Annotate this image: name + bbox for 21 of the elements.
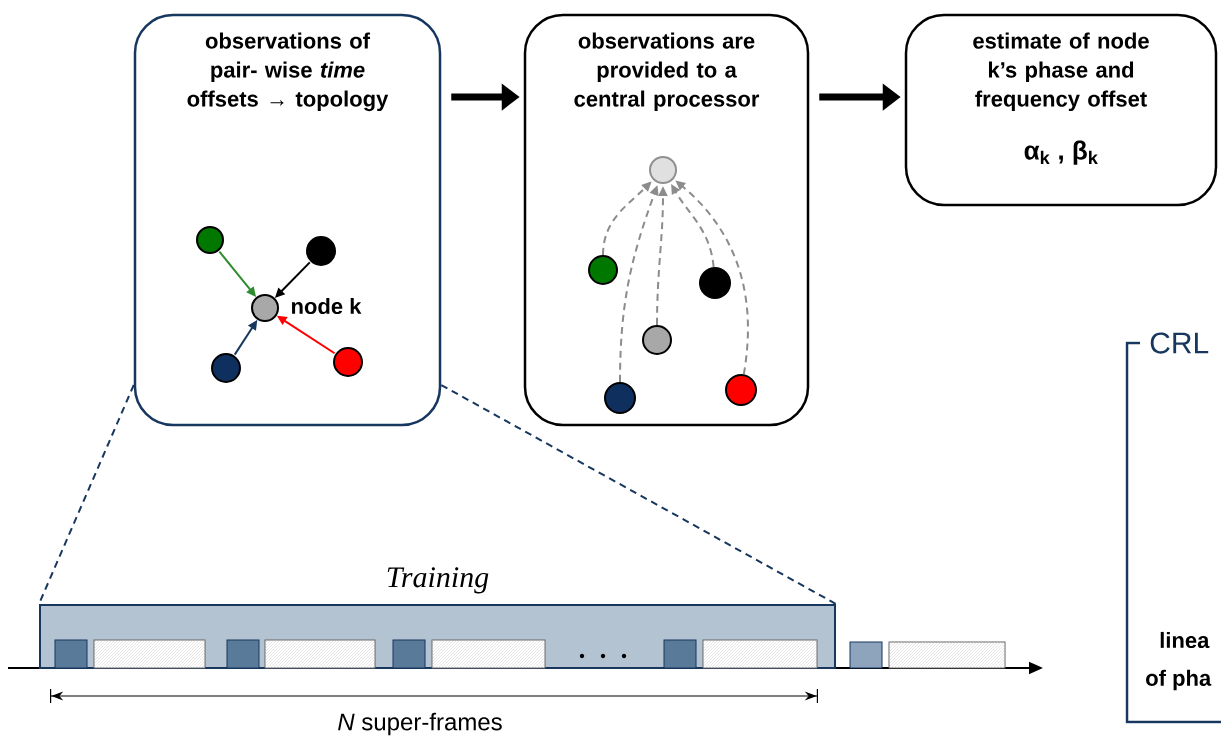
node-circle: [642, 325, 672, 355]
node-circle: [588, 255, 618, 285]
training-bar-drawing: [392, 639, 546, 669]
panel-text: of pha: [1146, 669, 1212, 691]
training-bar-drawing: [226, 639, 376, 669]
panel-title: CRL: [1150, 332, 1209, 354]
arrow: [671, 184, 715, 269]
training-bar-drawing: [663, 639, 818, 669]
node-circle: [604, 382, 636, 414]
node-circle: [333, 347, 363, 377]
node-circle: [211, 353, 241, 383]
node-circle: [699, 267, 731, 299]
connector-line: [440, 384, 837, 605]
bar-label: Training: [387, 567, 489, 594]
dim-label: N super-frames: [338, 712, 502, 736]
process-box: observations are provided to a central processor: [523, 13, 810, 427]
node-circle: [725, 374, 757, 406]
node-circle: [306, 236, 336, 266]
panel-text: linea: [1160, 631, 1210, 649]
process-box: estimate of node k’s phase and frequency offset α$_{k}$ , β$_{k}$: [904, 13, 1218, 207]
node-label: node k: [292, 297, 362, 315]
